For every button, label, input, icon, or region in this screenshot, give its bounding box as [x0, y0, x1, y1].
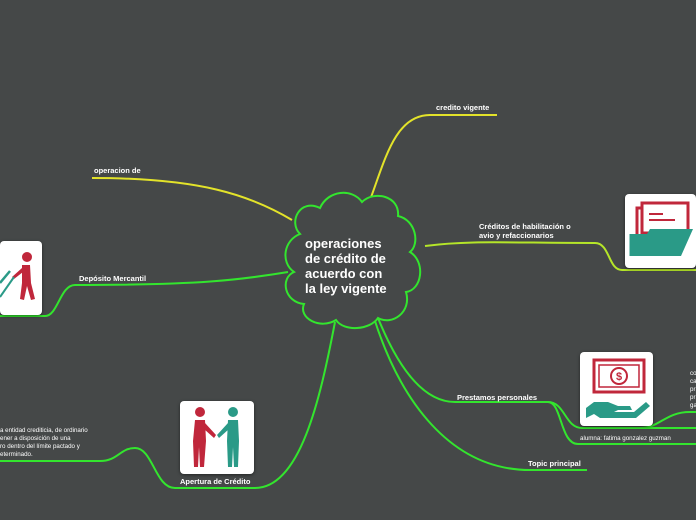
apertura-note: a entidad crediticia, de ordinario ener … — [0, 427, 88, 459]
central-line: la ley vigente — [305, 281, 387, 296]
topic-credito-vigente[interactable]: credito vigente — [436, 103, 490, 112]
note-line: ener a disposición de una — [0, 435, 71, 442]
money-hand-icon: $ — [586, 358, 650, 418]
central-line: operaciones — [305, 236, 382, 251]
central-line: acuerdo con — [305, 266, 383, 281]
note-line: pr — [690, 394, 696, 401]
note-line: a entidad crediticia, de ordinario — [0, 427, 88, 434]
branch-deposito — [0, 271, 289, 317]
note-line: ga — [690, 402, 696, 409]
central-cloud — [284, 192, 421, 329]
topic-deposito[interactable]: Depósito Mercantil — [79, 274, 147, 283]
branch-alumna — [547, 401, 696, 445]
note-line: pr — [690, 386, 696, 393]
branch-prestamos-note — [639, 411, 696, 429]
note-line: co — [690, 370, 696, 377]
svg-text:$: $ — [616, 371, 622, 383]
central-line: de crédito de — [305, 251, 386, 266]
branch-prestamos — [377, 317, 696, 429]
topic-habilitacion-line: Créditos de habilitación o — [479, 222, 571, 231]
central-topic[interactable]: operaciones de crédito de acuerdo con la… — [305, 236, 387, 296]
handshake-icon — [193, 407, 239, 467]
topic-operacion[interactable]: operacion de — [94, 166, 141, 175]
topic-principal[interactable]: Topic principal — [528, 459, 581, 468]
habilitacion-image — [625, 194, 696, 268]
topic-habilitacion-line: avio y refaccionarios — [479, 231, 554, 240]
topic-alumna[interactable]: alumna: fatima gonzalez guzman — [580, 435, 671, 442]
branch-operacion — [91, 177, 293, 221]
deposito-image — [0, 241, 42, 315]
note-line: ro dentro del límite pactado y — [0, 443, 80, 450]
apertura-image — [180, 401, 254, 474]
prestamos-note: co ca pr pr ga — [690, 370, 696, 410]
topic-habilitacion[interactable]: Créditos de habilitación o avio y refacc… — [479, 222, 571, 240]
note-line: eterminado. — [0, 451, 33, 458]
branch-habilitacion — [424, 241, 696, 271]
branch-topic-principal — [373, 317, 587, 471]
note-line: ca — [690, 378, 696, 385]
topic-prestamos[interactable]: Prestamos personales — [457, 393, 538, 402]
folder-documents-icon — [629, 201, 693, 256]
topic-apertura[interactable]: Apertura de Crédito — [180, 477, 251, 486]
branch-credito-vigente — [369, 114, 497, 201]
prestamos-image: $ — [580, 352, 653, 426]
person-pushing-icon — [0, 252, 35, 300]
branch-apertura — [0, 321, 336, 489]
